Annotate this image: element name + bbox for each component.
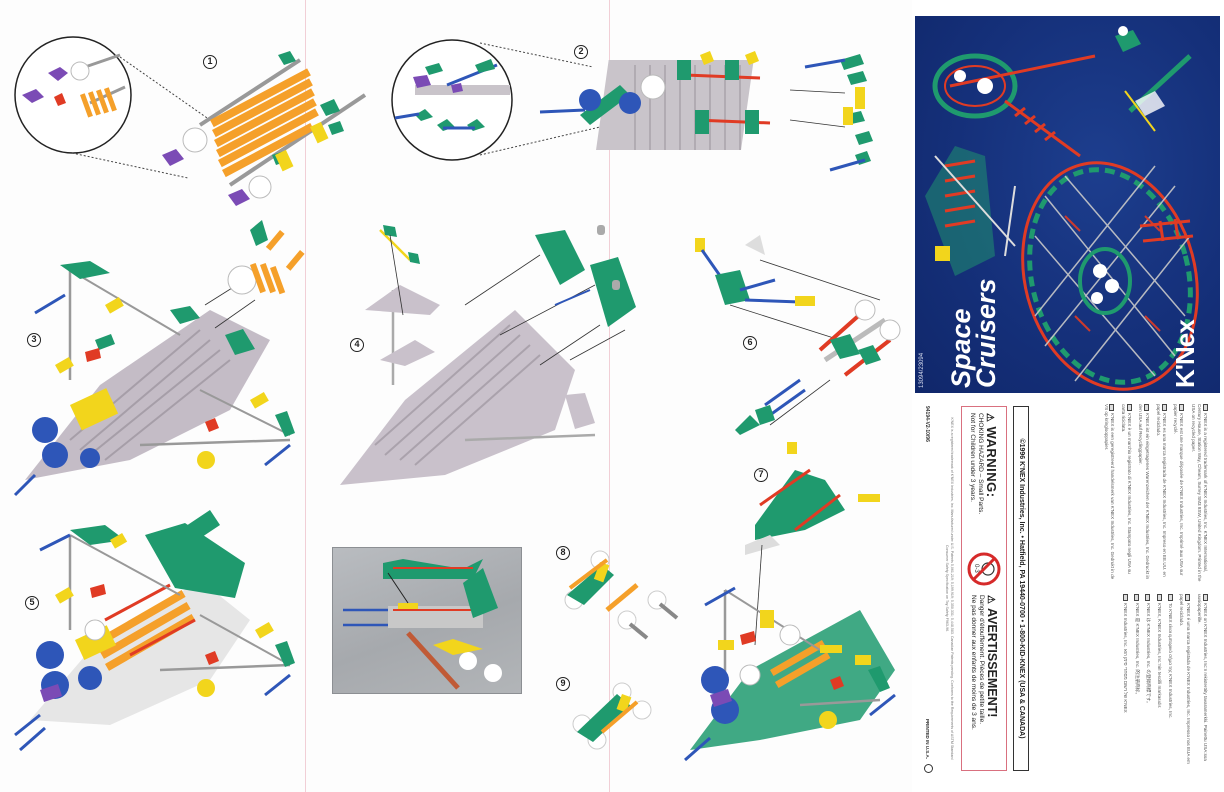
legal-column-left: K'NEX is a registered trademark of K'NEX… bbox=[1103, 404, 1208, 582]
step-2-illustration bbox=[391, 39, 873, 172]
flag-icon bbox=[1144, 404, 1150, 411]
step-5-illustration bbox=[14, 510, 295, 752]
step-3-diagram: 3 bbox=[10, 210, 310, 497]
no-under-3-icon: 0-3 bbox=[967, 552, 1001, 586]
flag-icon bbox=[1109, 404, 1115, 411]
warning-triangle-icon: ⚠ bbox=[984, 413, 996, 423]
step-7-diagram: 7 bbox=[680, 430, 905, 770]
step-4-number: 4 bbox=[350, 338, 364, 352]
step-1-number: 1 bbox=[203, 55, 217, 69]
step-4-diagram: 4 bbox=[325, 210, 636, 495]
step-9-illustration bbox=[572, 682, 652, 750]
flag-icon bbox=[1185, 594, 1191, 601]
flag-icon bbox=[1126, 404, 1132, 411]
product-title-line-2: Cruisers bbox=[971, 278, 1001, 388]
fold-line bbox=[305, 0, 306, 792]
product-title: Space Cruisers bbox=[921, 276, 1041, 388]
step-6-number: 6 bbox=[743, 336, 757, 350]
warning-text-line-1: CHOKING HAZARD – Small Parts. bbox=[977, 413, 985, 515]
step-3-illustration bbox=[13, 220, 305, 497]
instruction-sheet: 1 bbox=[10, 0, 905, 792]
step-2-diagram: 2 bbox=[385, 15, 895, 205]
product-code: 13094/23094 bbox=[919, 352, 925, 388]
flag-icon bbox=[1179, 404, 1185, 411]
legal-text: K'NEX is a registered trademark of K'NEX… bbox=[1038, 404, 1208, 774]
copyright-line: ©1996 K'NEX Industries, Inc. • Hatfield,… bbox=[1013, 406, 1029, 771]
step-6-illustration bbox=[695, 235, 901, 435]
step-6-diagram: 6 bbox=[690, 220, 905, 440]
flag-icon bbox=[1202, 404, 1208, 411]
step-9-number: 9 bbox=[556, 677, 570, 691]
flag-icon bbox=[1202, 594, 1208, 601]
finished-model-photo bbox=[332, 547, 522, 694]
warning-text-line-2: Not for Children under 3 years. bbox=[969, 413, 977, 502]
flag-icon bbox=[1123, 594, 1129, 601]
printed-in-usa: PRINTED IN U.S.A. bbox=[925, 718, 930, 759]
cover-models-illustration bbox=[925, 26, 1199, 391]
svg-text:0-3: 0-3 bbox=[973, 564, 979, 573]
knex-logo: K'Nex bbox=[1170, 320, 1200, 388]
recycle-icon bbox=[924, 764, 933, 773]
legal-column-right: K'NEX on K'NEX Industries, Inc:n rekiste… bbox=[1123, 594, 1208, 764]
choking-hazard-warning: ⚠WARNING: CHOKING HAZARD – Small Parts. … bbox=[961, 406, 1007, 771]
step-9-diagram: 9 bbox=[552, 672, 662, 752]
flag-icon bbox=[1167, 594, 1173, 601]
step-7-illustration bbox=[684, 442, 896, 762]
step-8-diagram: 8 bbox=[552, 540, 697, 640]
step-5-number: 5 bbox=[25, 596, 39, 610]
flag-icon bbox=[1145, 594, 1151, 601]
step-1-illustration bbox=[14, 36, 367, 206]
patent-fine-print: K'NEX is a registered trademark of K'NEX… bbox=[945, 417, 954, 760]
fold-line bbox=[609, 0, 610, 792]
step-2-number: 2 bbox=[574, 45, 588, 59]
warning-triangle-icon: ⚠ bbox=[985, 595, 996, 604]
step-7-number: 7 bbox=[754, 468, 768, 482]
part-number: 94194-V2-10/96 bbox=[924, 406, 930, 442]
step-8-illustration bbox=[564, 550, 679, 640]
cover-panel: Space Cruisers 13094/23094 bbox=[915, 16, 1220, 393]
step-1-diagram: 1 bbox=[10, 15, 390, 210]
warning-fr-line-1: Danger d'étouffement. Pièces de petite t… bbox=[978, 595, 985, 725]
flag-icon bbox=[1156, 594, 1162, 601]
step-5-diagram: 5 bbox=[10, 490, 310, 760]
flag-icon bbox=[1134, 594, 1140, 601]
step-3-number: 3 bbox=[27, 333, 41, 347]
model-photo-illustration bbox=[343, 559, 502, 690]
warning-fr-line-2: Ne pas donner aux enfants de moins de 3 … bbox=[970, 595, 977, 730]
back-panel: K'NEX is a registered trademark of K'NEX… bbox=[915, 396, 1220, 781]
step-4-illustration bbox=[340, 225, 636, 485]
step-8-number: 8 bbox=[556, 546, 570, 560]
flag-icon bbox=[1161, 404, 1167, 411]
